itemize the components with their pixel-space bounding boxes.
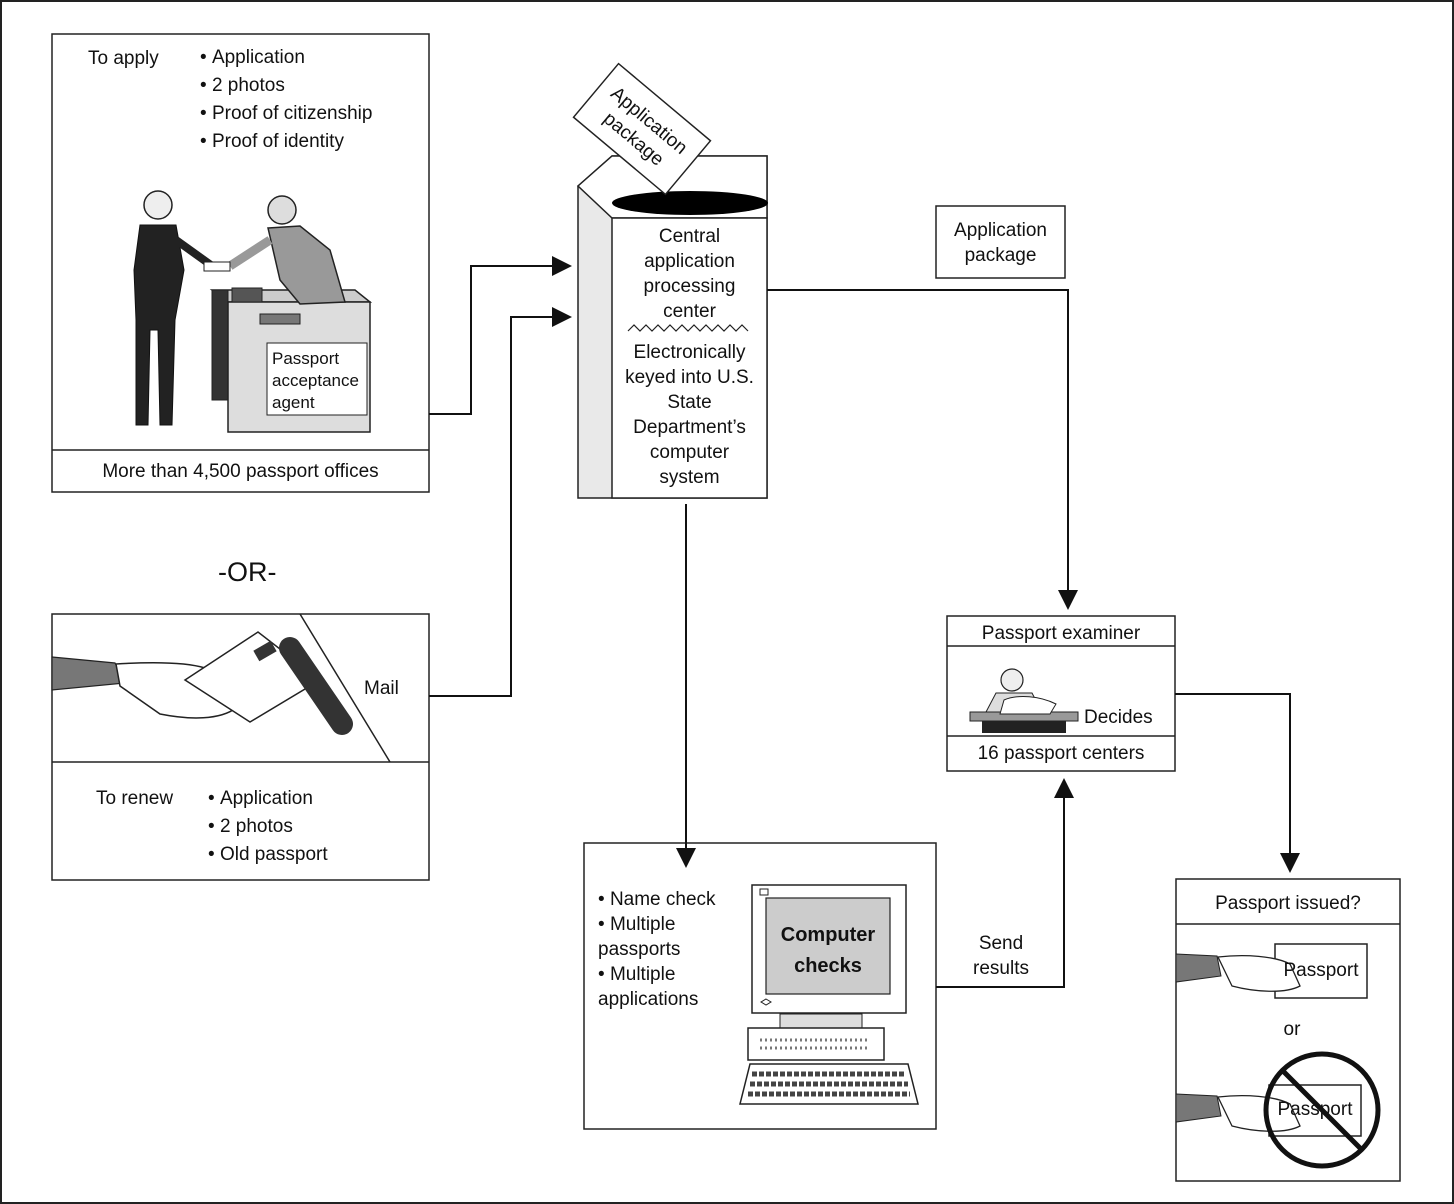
- renew-item: Old passport: [208, 841, 328, 869]
- package-label: Application package: [936, 218, 1065, 268]
- desk-phone: [231, 287, 263, 303]
- renew-heading: To renew: [96, 788, 174, 809]
- center-bottom-line: State: [667, 392, 712, 413]
- screen-line: Computer: [780, 924, 876, 946]
- center-bottom-line: computer: [649, 442, 730, 463]
- center-top-line: center: [663, 301, 716, 322]
- apply-item: 2 photos: [200, 72, 372, 100]
- examiner-title: Passport examiner: [981, 623, 1141, 644]
- center-top-line: application: [644, 251, 735, 272]
- apply-list: Application 2 photos Proof of citizenshi…: [200, 44, 373, 156]
- computer-illustration: [739, 884, 919, 1105]
- agent-label-line: Passport: [272, 349, 340, 368]
- denied-sleeve: [1175, 1093, 1222, 1123]
- applicant-body: [133, 224, 185, 426]
- package-box: [935, 205, 1066, 279]
- apply-heading: To apply: [88, 48, 159, 69]
- desk-side: [211, 289, 229, 401]
- arrow-offices-to-center: [429, 256, 572, 415]
- monitor-screen: [765, 897, 891, 995]
- center-wavy-divider: [627, 324, 749, 332]
- center-bottom-line: keyed into U.S.: [625, 367, 754, 388]
- denied-hand: [1217, 1095, 1301, 1132]
- agent-sign: [266, 342, 368, 416]
- denied-passport-label: Passport: [1277, 1099, 1353, 1120]
- arrow-examiner-to-issued: [1175, 693, 1300, 873]
- screen-line: checks: [794, 955, 862, 977]
- agent-label: Passport acceptance agent: [272, 348, 359, 414]
- desk-tray: [259, 313, 301, 325]
- send-results-line: results: [973, 958, 1029, 979]
- agent-label-line: acceptance: [272, 371, 359, 390]
- exchanged-papers: [203, 261, 231, 272]
- agent-arm: [227, 236, 273, 270]
- issued-sleeve: [1175, 953, 1222, 983]
- apply-item: Proof of citizenship: [200, 100, 373, 128]
- examiner-document: [999, 696, 1057, 715]
- monitor-corner: [759, 888, 769, 896]
- examiner-box: [946, 615, 1176, 772]
- center-top-text: Central application processing center: [612, 224, 767, 324]
- send-results-label: Send results: [958, 931, 1044, 981]
- denied-hand-illustration: [1175, 1093, 1301, 1132]
- passport-label: Passport: [1283, 960, 1359, 981]
- examiner-head: [1000, 668, 1024, 692]
- package-label-line: package: [964, 245, 1037, 266]
- apply-item: Proof of identity: [200, 128, 372, 156]
- center-bottom-line: Department’s: [633, 417, 746, 438]
- check-item: Multiple applications: [598, 962, 748, 1012]
- renew-list: Application 2 photos Old passport: [208, 785, 328, 869]
- package-label-line: Application: [954, 220, 1047, 241]
- send-results-line: Send: [978, 933, 1024, 954]
- check-item: Multiple passports: [598, 912, 748, 962]
- examiner-decides: Decides: [1084, 707, 1153, 728]
- agent-label-line: agent: [272, 393, 315, 412]
- renew-item: Application: [208, 785, 328, 813]
- acceptance-agent-illustration: [133, 190, 373, 433]
- renew-item: 2 photos: [208, 813, 328, 841]
- examiner-footer: 16 passport centers: [977, 743, 1145, 764]
- cpu-unit: [747, 1027, 885, 1061]
- examiner-desk-base: [982, 721, 1066, 733]
- offices-footer: More than 4,500 passport offices: [102, 461, 379, 482]
- center-front: [611, 217, 768, 499]
- agent-head: [267, 195, 297, 225]
- prohibited-slash: [1280, 1068, 1364, 1152]
- center-slot: [612, 191, 768, 215]
- arrow-center-to-examiner: [767, 289, 1078, 610]
- power-icon: [760, 998, 772, 1006]
- monitor-stand: [779, 1013, 863, 1029]
- or-separator: -OR-: [218, 557, 277, 587]
- check-item: Name check: [598, 887, 748, 912]
- issued-hand-illustration: [1175, 953, 1301, 992]
- issued-or: or: [1283, 1019, 1301, 1040]
- computer-check-list: Name check Multiple passports Multiple a…: [598, 887, 748, 1012]
- examiner-illustration: [969, 668, 1079, 733]
- computer-screen-text: Computer checks: [766, 920, 890, 982]
- mail-slot: [279, 637, 353, 735]
- arrow-computer-to-examiner: [936, 778, 1074, 988]
- center-bottom-line: system: [659, 467, 720, 488]
- agent-body: [267, 225, 346, 305]
- issued-hand: [1217, 955, 1301, 992]
- applicant-head: [143, 190, 173, 220]
- center-bottom-line: Electronically: [633, 342, 746, 363]
- mail-illustration: [51, 631, 353, 735]
- stamp: [253, 640, 277, 662]
- apply-item: Application: [200, 44, 372, 72]
- issued-title: Passport issued?: [1215, 893, 1361, 914]
- center-top-line: Central: [658, 226, 721, 247]
- mail-slot-divider: [299, 613, 391, 763]
- arrow-mail-to-center: [429, 307, 572, 697]
- prohibited-circle: [1263, 1051, 1381, 1169]
- center-top-line: processing: [643, 276, 736, 297]
- center-bottom-text: Electronically keyed into U.S. State Dep…: [612, 340, 767, 490]
- mail-label: Mail: [364, 678, 399, 699]
